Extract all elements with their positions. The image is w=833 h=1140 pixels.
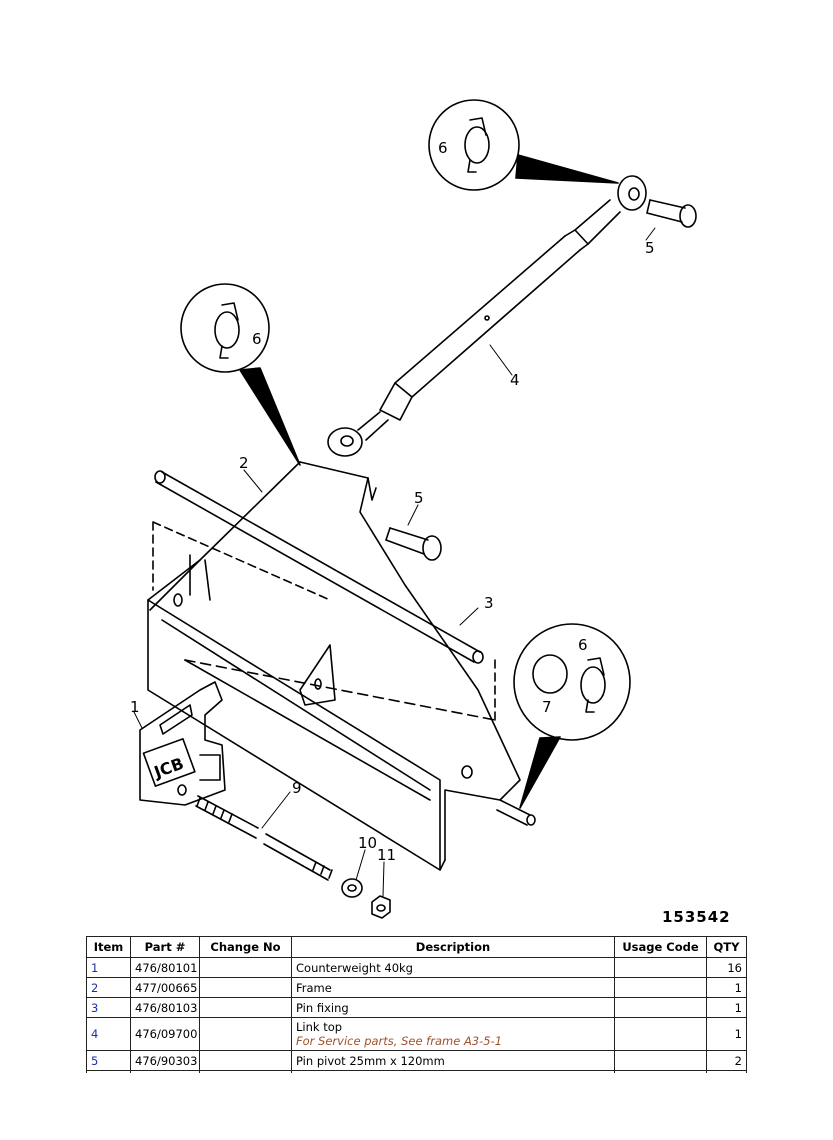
row-description: Pin fixing <box>291 997 615 1018</box>
washer-part <box>341 878 363 898</box>
row-item-link[interactable]: 4 <box>86 1017 131 1051</box>
callout-6-top: 6 <box>438 139 448 157</box>
callout-5-top: 5 <box>645 239 655 257</box>
table-row: 4 476/09700 Link top For Service parts, … <box>86 1017 747 1051</box>
row-change <box>199 977 292 998</box>
header-item: Item <box>86 936 131 958</box>
table-row: 2 477/00665 Frame 1 <box>86 977 747 998</box>
threaded-rod-part <box>195 795 333 881</box>
exploded-parts-diagram: 1 2 3 4 5 5 6 6 6 7 9 10 11 JCB 153542 <box>130 99 731 926</box>
counterweight-part <box>139 681 226 806</box>
row-description: Counterweight 40kg <box>291 957 615 978</box>
jcb-logo: JCB <box>151 754 187 782</box>
row-change <box>199 997 292 1018</box>
row-item-link[interactable]: 2 <box>86 977 131 998</box>
callout-10: 10 <box>358 834 377 852</box>
detail-circle-left <box>180 283 301 466</box>
callout-5-mid: 5 <box>414 489 424 507</box>
row-part: 476/09700 <box>130 1017 200 1051</box>
pin-fixing-rod <box>154 470 484 664</box>
row-qty: 2 <box>706 1050 747 1071</box>
row-part: 476/80101 <box>130 957 200 978</box>
row-part: 476/80103 <box>130 997 200 1018</box>
row-description: Frame <box>291 977 615 998</box>
row-item-link[interactable]: 5 <box>86 1050 131 1071</box>
row-qty: 16 <box>706 957 747 978</box>
header-change: Change No <box>199 936 292 958</box>
table-row: 1 476/80101 Counterweight 40kg 16 <box>86 957 747 978</box>
table-row: 5 476/90303 Pin pivot 25mm x 120mm 2 <box>86 1050 747 1071</box>
header-qty: QTY <box>706 936 747 958</box>
callout-1: 1 <box>130 698 140 716</box>
row-change <box>199 1017 292 1051</box>
row-part: 476/90303 <box>130 1050 200 1071</box>
figure-number: 153542 <box>662 908 731 926</box>
row-change <box>199 1050 292 1071</box>
detail-circle-top <box>428 99 619 191</box>
callout-2: 2 <box>239 454 249 472</box>
header-description: Description <box>291 936 615 958</box>
row-change <box>199 957 292 978</box>
row-item-link[interactable]: 1 <box>86 957 131 978</box>
row-usage <box>614 1017 707 1051</box>
pin-pivot-top <box>646 199 697 228</box>
row-qty: 1 <box>706 997 747 1018</box>
row-part: 477/00665 <box>130 977 200 998</box>
table-row-partial <box>86 1070 747 1073</box>
callout-9: 9 <box>292 779 302 797</box>
table-header-row: Item Part # Change No Description Usage … <box>86 936 747 958</box>
row-qty: 1 <box>706 1017 747 1051</box>
frame-part <box>147 461 536 871</box>
row-qty: 1 <box>706 977 747 998</box>
row-description-cell: Link top For Service parts, See frame A3… <box>291 1017 615 1051</box>
callout-4: 4 <box>510 371 520 389</box>
header-usage: Usage Code <box>614 936 707 958</box>
pin-pivot-middle <box>385 527 442 561</box>
callout-11: 11 <box>377 846 396 864</box>
nut-part <box>371 895 391 919</box>
header-part: Part # <box>130 936 200 958</box>
link-top-part <box>327 175 647 457</box>
detail-circle-right <box>513 623 631 809</box>
row-item-link[interactable]: 3 <box>86 997 131 1018</box>
callout-6-right: 6 <box>578 636 588 654</box>
service-parts-note[interactable]: For Service parts, See frame A3-5-1 <box>296 1034 503 1048</box>
callout-3: 3 <box>484 594 494 612</box>
parts-table: Item Part # Change No Description Usage … <box>86 936 747 1073</box>
row-description: Pin pivot 25mm x 120mm <box>291 1050 615 1071</box>
table-row: 3 476/80103 Pin fixing 1 <box>86 997 747 1018</box>
row-usage <box>614 1050 707 1071</box>
row-usage <box>614 977 707 998</box>
row-description: Link top <box>296 1020 343 1034</box>
callout-6-left: 6 <box>252 330 262 348</box>
row-usage <box>614 997 707 1018</box>
row-usage <box>614 957 707 978</box>
callout-7: 7 <box>542 698 552 716</box>
